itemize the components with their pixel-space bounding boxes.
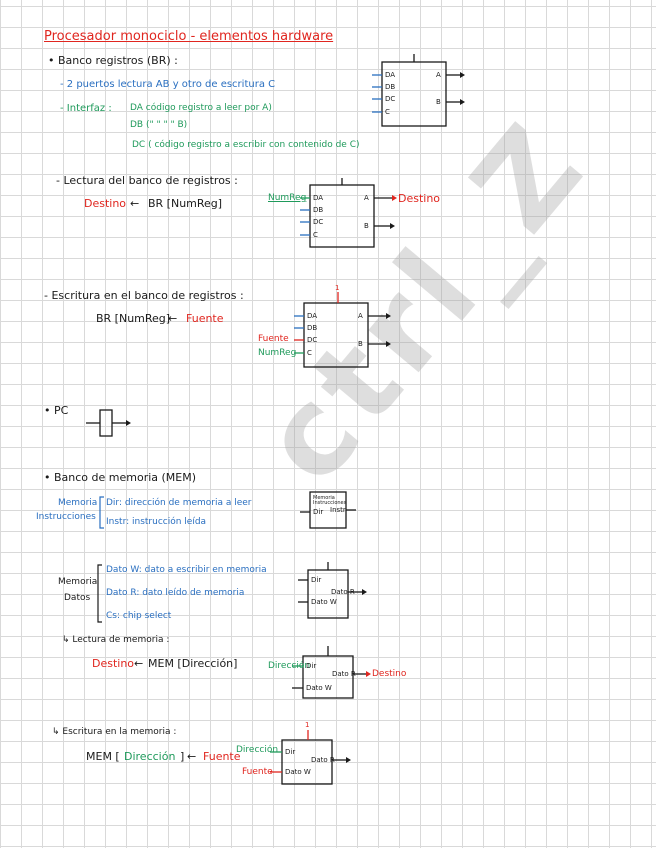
mem-heading: • Banco de memoria (MEM)	[44, 471, 197, 484]
port-da: DA	[385, 71, 396, 79]
mem-escritura-heading: ↳ Escritura en la memoria :	[52, 727, 177, 737]
dm2-port-dator: Dato R	[332, 670, 356, 678]
instr-dir-desc: Dir: dirección de memoria a leer	[106, 498, 252, 508]
lectura-expr: BR [NumReg]	[148, 197, 223, 210]
br-write-block	[303, 302, 369, 368]
mem-lectura-dest: Destino	[92, 657, 135, 670]
port-b: B	[436, 98, 441, 106]
data-w-desc: Dato W: dato a escribir en memoria	[106, 565, 267, 575]
instr-mem-label2: Instrucciones	[36, 512, 96, 522]
mem-esc-in-fuente: Fuente	[242, 767, 273, 777]
lectura-dest: Destino	[84, 197, 127, 210]
mem-lectura-expr: MEM [Dirección]	[148, 657, 238, 670]
br-heading: • Banco registros (BR) :	[48, 54, 178, 67]
port-dc-2: DC	[313, 218, 324, 226]
lectura-heading: - Lectura del banco de registros :	[56, 174, 238, 187]
port-c-3: C	[307, 349, 312, 357]
port-b-3: B	[358, 340, 363, 348]
br-interfaz-label: - Interfaz :	[60, 103, 112, 114]
escritura-enable: 1	[335, 284, 340, 292]
dm2-port-dir: Dir	[306, 662, 317, 670]
dm-port-datow: Dato W	[311, 598, 337, 606]
port-c: C	[385, 108, 390, 116]
port-dc: DC	[385, 95, 396, 103]
port-a-3: A	[358, 312, 363, 320]
dm3-port-datow: Dato W	[285, 768, 311, 776]
escritura-src: Fuente	[186, 312, 224, 325]
dm-port-dir: Dir	[311, 576, 322, 584]
port-a: A	[436, 71, 441, 79]
mem-lectura-heading: ↳ Lectura de memoria :	[62, 635, 170, 645]
port-c-2: C	[313, 231, 318, 239]
mem-escritura-close: ]	[180, 750, 185, 763]
mem-escritura-dir: Dirección	[124, 750, 176, 763]
mem-esc-enable: 1	[305, 721, 310, 729]
data-mem-label2: Datos	[64, 593, 91, 603]
port-da-3: DA	[307, 312, 318, 320]
port-db: DB	[385, 83, 396, 91]
escritura-arrow: ←	[168, 312, 178, 325]
pc-heading: • PC	[44, 404, 69, 417]
instr-mem-label1: Memoria	[58, 498, 98, 508]
mem-lectura-in: Dirección	[268, 661, 311, 671]
data-mem-write-block	[281, 739, 333, 785]
cs-desc: Cs: chip select	[106, 611, 172, 621]
mem-lectura-out: Destino	[372, 669, 407, 679]
dm3-port-dir: Dir	[285, 748, 296, 756]
dm-port-dator: Dato R	[331, 588, 355, 596]
mem-esc-in-dir: Dirección	[236, 745, 279, 755]
page-title: Procesador monociclo - elementos hardwar…	[44, 29, 334, 44]
escritura-expr: BR [NumReg]	[96, 312, 171, 325]
mem-lectura-arrow: ←	[134, 657, 144, 670]
instr-port-dir: Dir	[313, 508, 324, 516]
br-ports-line: - 2 puertos lectura AB y otro de escritu…	[60, 79, 276, 90]
lectura-input: NumReg	[268, 193, 307, 203]
port-da-2: DA	[313, 194, 324, 202]
instr-box-title: Memoria Instrucciones	[313, 495, 347, 506]
mem-escritura-expr: MEM [	[86, 750, 120, 763]
instr-instr-desc: Instr: instrucción leída	[106, 517, 207, 527]
escritura-numreg-in: NumReg	[258, 348, 297, 358]
port-dc-3: DC	[307, 336, 318, 344]
lectura-output: Destino	[398, 192, 441, 205]
port-db-2: DB	[313, 206, 324, 214]
port-a-2: A	[364, 194, 369, 202]
mem-escritura-arrow: ←	[187, 750, 197, 763]
data-r-desc: Dato R: dato leído de memoria	[106, 588, 245, 598]
br-db-line: DB (" " " " B)	[130, 120, 188, 130]
br-dc-line: DC ( código registro a escribir con cont…	[132, 140, 360, 150]
port-b-2: B	[364, 222, 369, 230]
escritura-heading: - Escritura en el banco de registros :	[44, 289, 244, 302]
pc-block	[99, 409, 113, 437]
br-da-line: DA código registro a leer por A)	[130, 103, 272, 113]
data-mem-label1: Memoria	[58, 577, 98, 587]
escritura-fuente-in: Fuente	[258, 334, 289, 344]
port-db-3: DB	[307, 324, 318, 332]
instr-port-instr: Instr	[330, 506, 346, 514]
dm2-port-datow: Dato W	[306, 684, 332, 692]
lectura-arrow: ←	[130, 197, 140, 210]
mem-escritura-src: Fuente	[203, 750, 241, 763]
dm3-port-dator: Dato R	[311, 756, 335, 764]
